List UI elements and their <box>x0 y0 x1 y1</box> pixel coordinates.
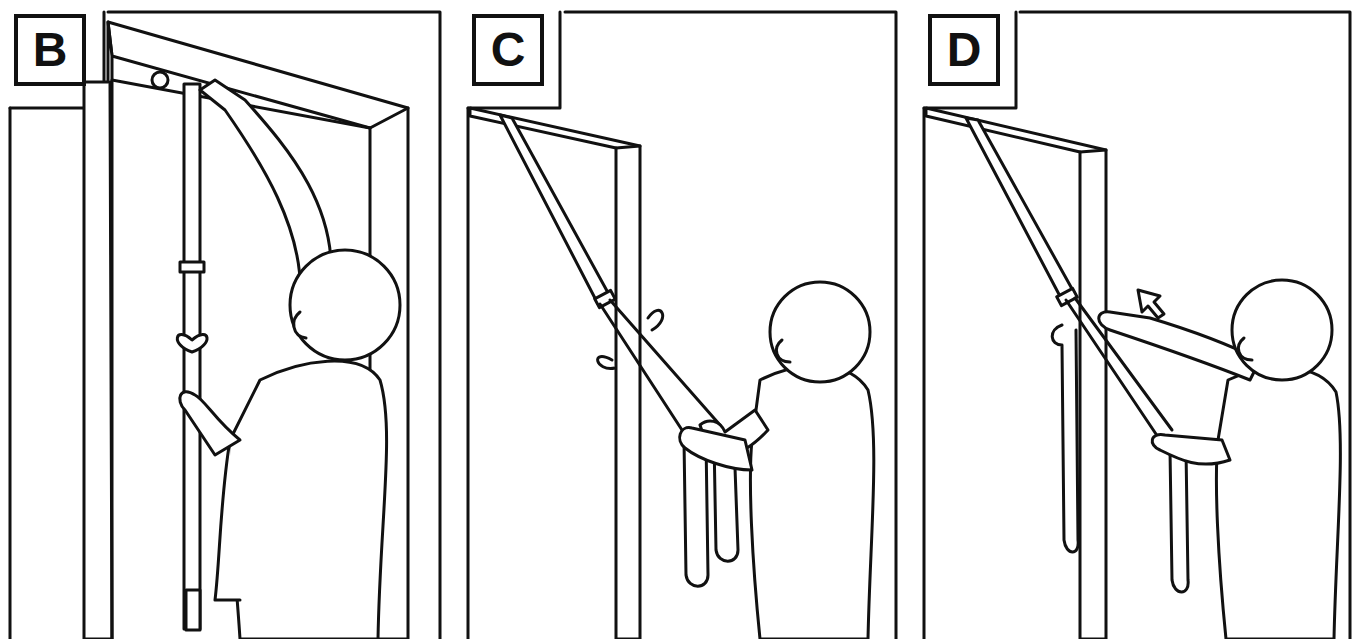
panel-frame <box>467 108 470 639</box>
strap <box>152 72 207 630</box>
label-notch <box>468 12 560 108</box>
panel-letter: C <box>491 26 526 74</box>
person <box>1099 280 1341 639</box>
panel-letter: D <box>947 26 982 74</box>
door-frame <box>926 108 1106 639</box>
panel-label: D <box>928 14 1000 86</box>
label-notch <box>924 12 1016 108</box>
panel-frame <box>9 108 12 639</box>
strap <box>500 115 738 586</box>
panel-frame <box>1020 12 1350 639</box>
person <box>180 80 400 639</box>
person <box>680 282 874 639</box>
door-frame <box>470 108 640 639</box>
panel-label: C <box>472 14 544 86</box>
panel-label: B <box>14 14 86 86</box>
strap <box>966 118 1188 592</box>
door-frame <box>84 22 408 639</box>
panel-frame <box>108 12 440 639</box>
direction-arrow <box>1138 290 1164 318</box>
panel-frame <box>923 108 926 639</box>
panel-letter: B <box>33 26 68 74</box>
